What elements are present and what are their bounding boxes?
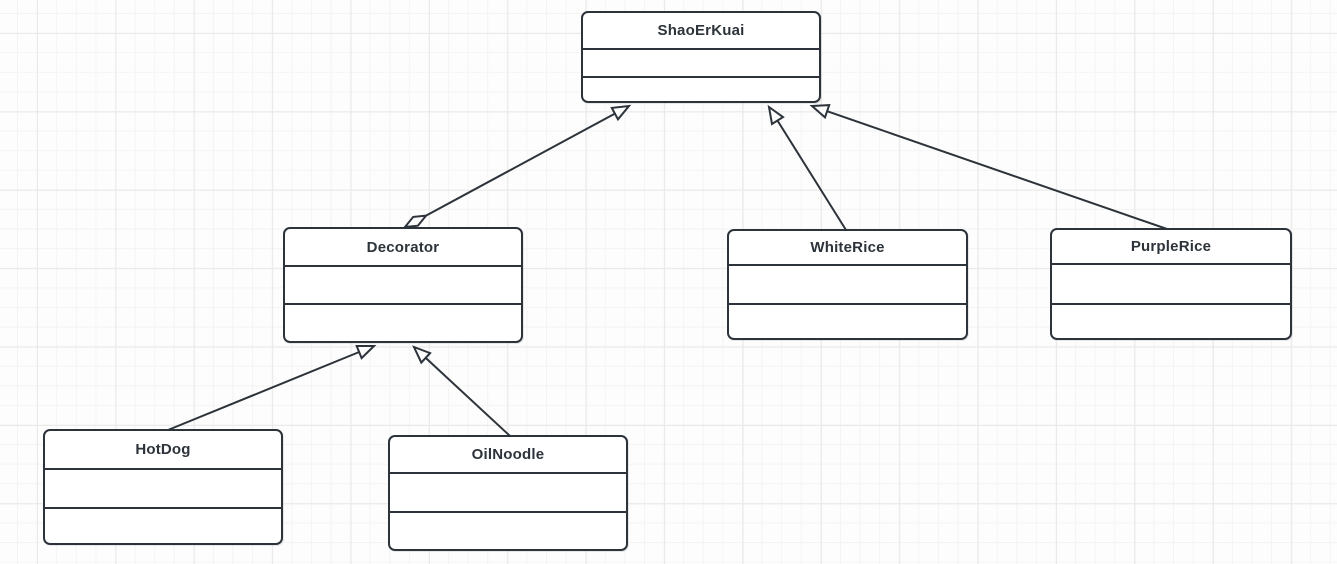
class-methods-compartment xyxy=(285,303,521,341)
class-title: ShaoErKuai xyxy=(657,22,745,39)
edge-line-whiterice-shaoerkuai[interactable] xyxy=(776,119,847,231)
edge-hotdog-decorator xyxy=(167,345,377,431)
class-title: WhiteRice xyxy=(810,239,885,256)
class-fields-compartment xyxy=(583,48,819,76)
generalization-arrowhead xyxy=(355,345,377,360)
class-methods-compartment xyxy=(390,511,626,549)
edge-oilnoodle-decorator xyxy=(412,345,511,437)
generalization-arrowhead xyxy=(610,104,632,122)
class-box-hotdog[interactable]: HotDog xyxy=(43,429,283,545)
class-title: Decorator xyxy=(366,238,440,256)
edge-purplerice-shaoerkuai xyxy=(809,104,1168,230)
class-fields-compartment xyxy=(1052,263,1290,303)
class-methods-compartment xyxy=(583,76,819,101)
class-title: HotDog xyxy=(135,441,191,458)
class-fields-compartment xyxy=(45,468,281,507)
aggregation-diamond xyxy=(402,214,429,229)
class-methods-compartment xyxy=(45,507,281,543)
edge-line-decorator-shaoerkuai[interactable] xyxy=(404,112,616,228)
edge-decorator-shaoerkuai xyxy=(402,104,632,229)
class-fields-compartment xyxy=(285,265,521,303)
generalization-arrowhead xyxy=(809,104,831,120)
class-box-purplerice[interactable]: PurpleRice xyxy=(1050,228,1292,340)
class-box-whiterice[interactable]: WhiteRice xyxy=(727,229,968,340)
class-methods-compartment xyxy=(1052,303,1290,338)
class-fields-compartment xyxy=(729,264,966,303)
edge-line-hotdog-decorator[interactable] xyxy=(167,351,361,431)
class-title: OilNoodle xyxy=(471,446,545,463)
class-fields-compartment xyxy=(390,472,626,511)
class-box-oilnoodle[interactable]: OilNoodle xyxy=(388,435,628,551)
class-methods-compartment xyxy=(729,303,966,338)
class-title: PurpleRice xyxy=(1130,238,1212,255)
edge-whiterice-shaoerkuai xyxy=(767,104,847,231)
edge-line-oilnoodle-decorator[interactable] xyxy=(424,356,511,437)
edge-line-purplerice-shaoerkuai[interactable] xyxy=(826,110,1168,230)
generalization-arrowhead xyxy=(412,345,432,365)
class-box-decorator[interactable]: Decorator xyxy=(283,227,523,343)
class-box-shaoerkuai[interactable]: ShaoErKuai xyxy=(581,11,821,103)
generalization-arrowhead xyxy=(767,104,785,126)
